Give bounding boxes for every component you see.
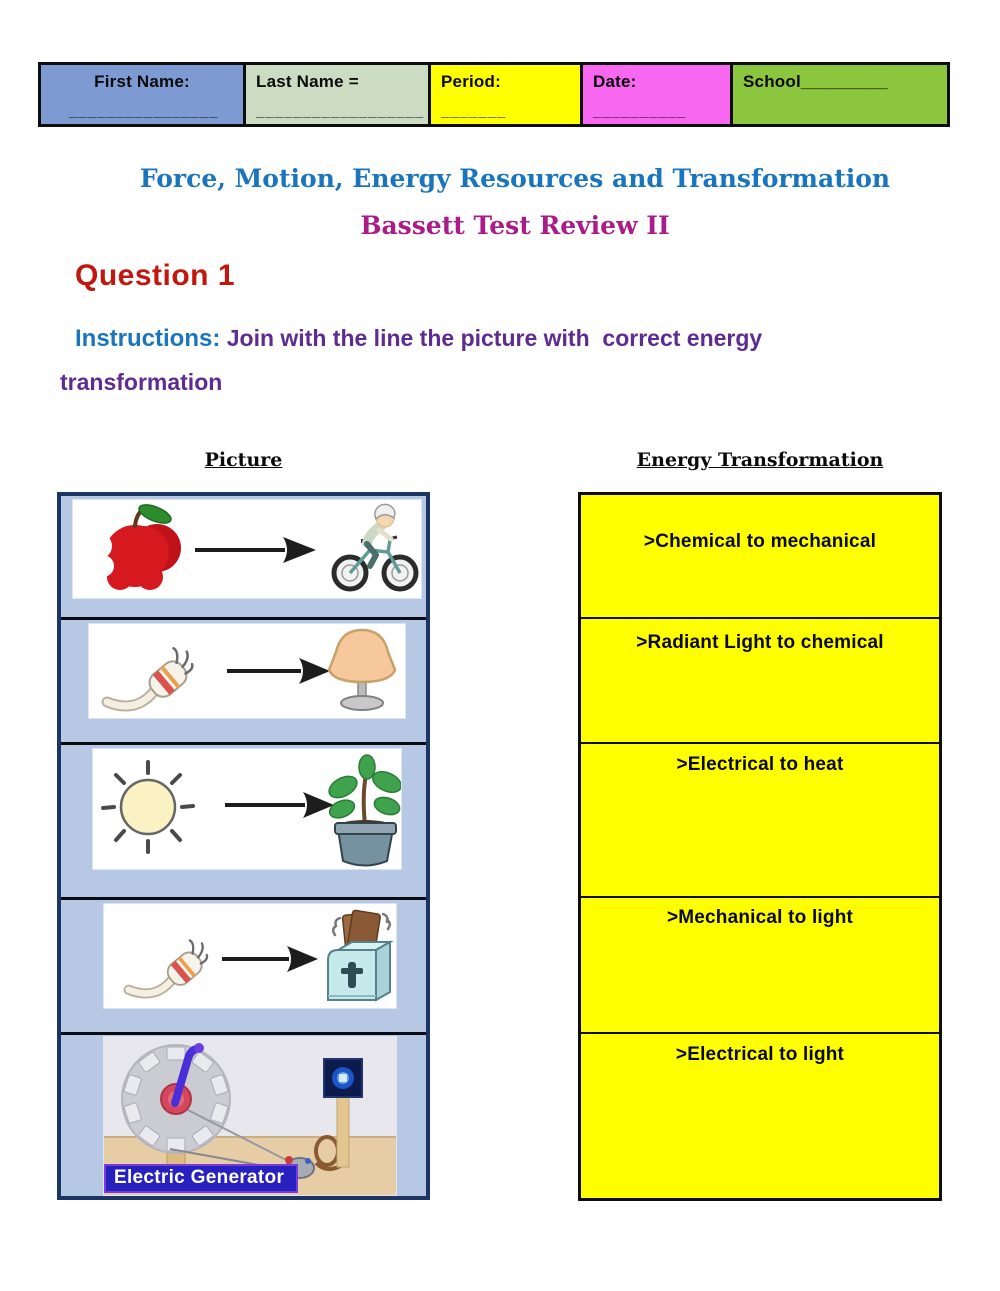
answer-electrical-to-light[interactable]: >Electrical to light xyxy=(581,1032,939,1198)
school-field[interactable]: School_________ xyxy=(730,65,947,124)
first-name-blank[interactable]: ________________ xyxy=(69,103,219,120)
sun-icon xyxy=(101,760,195,854)
question-heading: Question 1 xyxy=(75,259,236,292)
picture-row-generator[interactable]: Electric Generator xyxy=(61,1032,426,1196)
answer-label: >Electrical to light xyxy=(675,1044,845,1065)
first-name-label: First Name: xyxy=(94,72,190,91)
arrow-right-icon xyxy=(195,537,316,563)
answer-label: >Mechanical to light xyxy=(666,907,854,928)
answer-chemical-to-mechanical[interactable]: >Chemical to mechanical xyxy=(581,495,939,617)
energy-column: >Chemical to mechanical >Radiant Light t… xyxy=(578,492,942,1201)
picture-row-apple-bicycle[interactable] xyxy=(61,496,426,617)
instructions-text-line1: Join with the line the picture with corr… xyxy=(220,325,763,351)
page-title: Force, Motion, Energy Resources and Tran… xyxy=(139,164,891,193)
answer-label: >Chemical to mechanical xyxy=(643,531,877,552)
last-name-blank[interactable]: __________________ xyxy=(256,103,425,120)
picture-column: Electric Generator xyxy=(57,492,430,1200)
picture-row-sun-plant[interactable] xyxy=(61,742,426,897)
cyclist-icon xyxy=(331,503,419,592)
period-blank[interactable]: _______ xyxy=(441,103,507,120)
energy-column-header: Energy Transformation xyxy=(636,449,884,471)
sun-to-plant-illustration xyxy=(101,754,401,867)
led-panel xyxy=(323,1058,363,1098)
answer-radiant-light-to-chemical[interactable]: >Radiant Light to chemical xyxy=(581,617,939,742)
student-info-table: First Name: ________________ Last Name =… xyxy=(38,62,950,127)
answer-electrical-to-heat[interactable]: >Electrical to heat xyxy=(581,742,939,896)
picture-column-header: Picture xyxy=(204,449,283,471)
date-label: Date: xyxy=(593,72,637,91)
generator-caption: Electric Generator xyxy=(104,1164,299,1193)
instructions-text-line2: transformation xyxy=(60,369,223,395)
picture-electric-generator[interactable]: Electric Generator xyxy=(104,1037,396,1195)
answer-label: >Electrical to heat xyxy=(676,754,844,775)
period-label: Period: xyxy=(441,72,501,91)
toaster-icon xyxy=(327,909,394,1002)
lamp-icon xyxy=(327,628,397,711)
power-plug-icon xyxy=(101,647,194,712)
power-plug-icon xyxy=(123,939,209,999)
answer-mechanical-to-light[interactable]: >Mechanical to light xyxy=(581,896,939,1032)
picture-row-plug-lamp[interactable] xyxy=(61,617,426,742)
period-field[interactable]: Period: _______ xyxy=(428,65,580,124)
picture-apple-bicycle[interactable] xyxy=(73,500,421,598)
answer-label: >Radiant Light to chemical xyxy=(636,632,884,653)
picture-plug-toaster[interactable] xyxy=(104,904,396,1008)
apple-to-bicycle-illustration xyxy=(86,503,419,592)
plug-to-lamp-illustration xyxy=(101,628,397,712)
last-name-field[interactable]: Last Name = __________________ xyxy=(243,65,428,124)
date-blank[interactable]: __________ xyxy=(593,103,687,120)
first-name-field[interactable]: First Name: ________________ xyxy=(41,65,243,124)
led-post xyxy=(336,1094,350,1168)
arrow-right-icon xyxy=(225,792,334,818)
arrow-right-icon xyxy=(227,658,330,684)
page-subtitle: Bassett Test Review II xyxy=(360,211,670,240)
school-label: School_________ xyxy=(743,72,888,91)
date-field[interactable]: Date: __________ xyxy=(580,65,730,124)
last-name-label: Last Name = xyxy=(256,72,359,91)
picture-plug-lamp[interactable] xyxy=(89,624,405,718)
bitten-apple-icon xyxy=(86,504,181,590)
picture-row-plug-toaster[interactable] xyxy=(61,897,426,1032)
instructions-label: Instructions: xyxy=(75,325,221,352)
plug-to-toaster-illustration xyxy=(123,909,394,1002)
picture-sun-plant[interactable] xyxy=(93,749,401,869)
potted-plant-icon xyxy=(328,754,401,867)
arrow-right-icon xyxy=(222,946,318,972)
instructions: Instructions: Join with the line the pic… xyxy=(60,318,960,446)
